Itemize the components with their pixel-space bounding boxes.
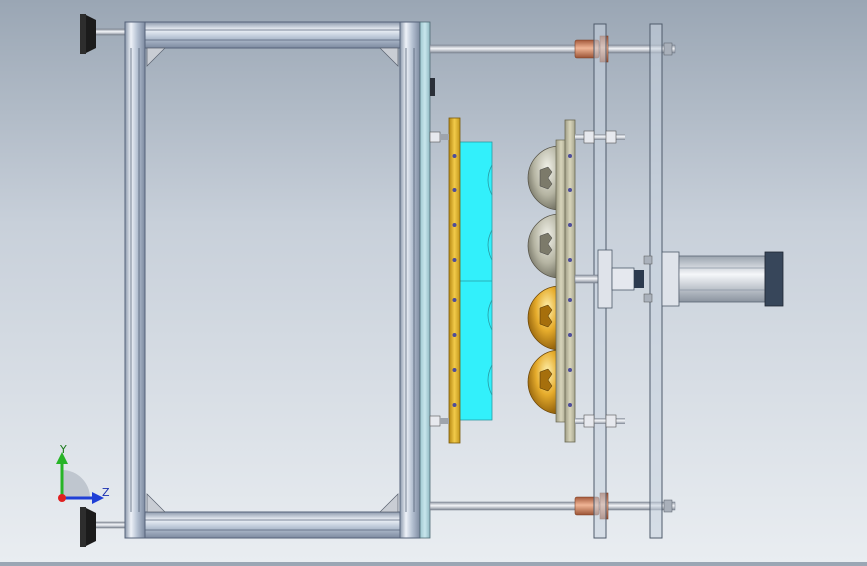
hemisphere-gold-upper [527,285,561,351]
guide-rod-bottom [429,492,676,520]
hex-bolt-upper-right [575,130,625,144]
hex-bolt-lower-left [429,415,449,427]
aluminum-frame [124,21,421,539]
leveling-foot-top [80,14,128,54]
rear-plate [649,23,663,539]
leveling-foot-bottom [80,507,128,547]
hex-bolt-lower-right [575,414,625,428]
yellow-mold-plate [448,117,461,444]
z-axis-label: Z [102,486,110,499]
coordinate-triad [56,452,104,504]
pneumatic-cylinder [574,249,784,309]
hemisphere-gray-lower [527,213,561,279]
plate-knob [430,78,435,96]
front-mounting-plate [419,21,431,539]
gray-mold-plate [555,119,576,443]
y-axis-label: Y [60,443,67,456]
cyan-mold-block [457,141,493,421]
hex-bolt-upper-left [429,131,449,143]
hemisphere-gray-upper [527,145,561,211]
guide-rod-top [429,35,676,63]
hemisphere-gold-lower [527,349,561,415]
triad-origin [58,494,66,502]
